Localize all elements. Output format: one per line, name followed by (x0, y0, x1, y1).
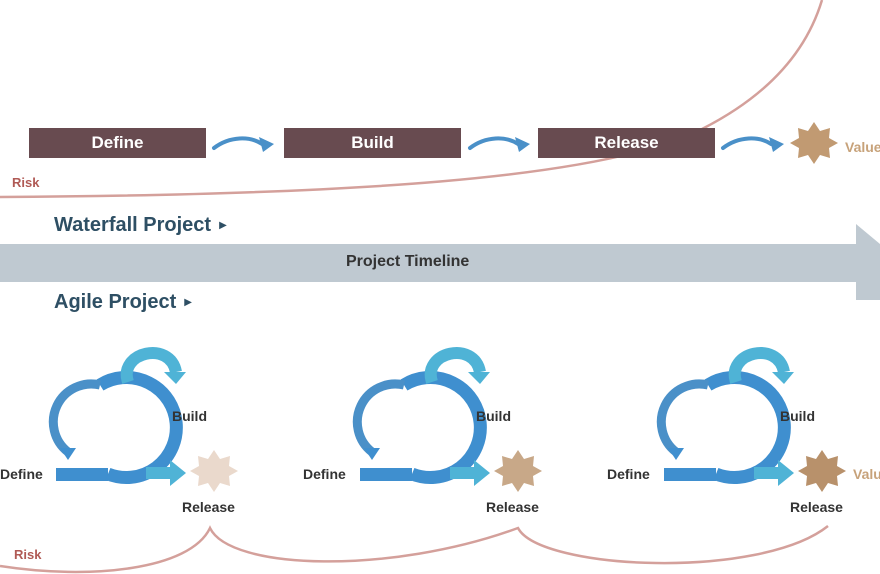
loop-arrow (728, 347, 790, 384)
cycle-inner-arc (656, 379, 710, 456)
waterfall-heading-text: Waterfall Project (54, 214, 212, 236)
cycle-arrowhead-icon (364, 448, 380, 460)
agile-value-label: Value (853, 466, 880, 482)
cycle-inner-arc (352, 379, 406, 456)
release-arrow-body (754, 467, 780, 479)
waterfall-heading: Waterfall Project ▶ (54, 214, 227, 237)
arrow-right-icon (212, 136, 264, 150)
agile-risk-label: Risk (14, 547, 42, 562)
release-arrowhead-icon (778, 460, 794, 486)
waterfall-risk-label: Risk (12, 175, 40, 190)
play-triangle-icon: ▶ (219, 220, 227, 231)
cycle-3-build-label: Build (780, 408, 815, 424)
agile-cycle-2 (352, 347, 542, 492)
cycle-1-define-label: Define (0, 466, 43, 482)
arrow-right-icon (721, 136, 773, 150)
waterfall-step-label: Define (91, 133, 144, 152)
cycle-arrowhead-icon (60, 448, 76, 460)
release-star-icon (798, 450, 846, 492)
arrowhead-icon (515, 137, 530, 152)
waterfall-value-label: Value (845, 139, 880, 155)
waterfall-step-label: Build (351, 133, 394, 152)
waterfall-step-label: Release (594, 133, 659, 152)
release-star-icon (190, 450, 238, 492)
planning-bar (664, 468, 716, 481)
waterfall-step-build: Build (284, 128, 461, 158)
cycle-2-define-label: Define (303, 466, 346, 482)
loop-arrowhead-icon (164, 372, 186, 384)
loop-arrowhead-icon (468, 372, 490, 384)
cycle-ring (704, 371, 791, 484)
arrow-right-icon (468, 136, 520, 150)
cycle-ring (400, 371, 487, 484)
cycle-inner-arc (48, 379, 102, 456)
timeline-arrow (0, 224, 880, 300)
arrowhead-icon (259, 137, 274, 152)
cycle-2-build-label: Build (476, 408, 511, 424)
agile-heading-text: Agile Project (54, 291, 177, 313)
cycle-3-define-label: Define (607, 466, 650, 482)
cycle-1-build-label: Build (172, 408, 207, 424)
agile-cycle-1 (48, 347, 238, 492)
release-arrow-body (450, 467, 476, 479)
release-arrow-body (146, 467, 172, 479)
agile-cycle-3 (656, 347, 846, 492)
loop-arrow (120, 347, 182, 384)
loop-arrow (424, 347, 486, 384)
release-star-icon (494, 450, 542, 492)
release-arrowhead-icon (170, 460, 186, 486)
planning-bar (56, 468, 108, 481)
loop-arrowhead-icon (772, 372, 794, 384)
play-triangle-icon: ▶ (184, 297, 192, 308)
cycle-2-release-label: Release (486, 499, 539, 515)
cycle-ring (96, 371, 183, 484)
release-arrowhead-icon (474, 460, 490, 486)
cycle-arrowhead-icon (668, 448, 684, 460)
agile-heading: Agile Project ▶ (54, 291, 192, 314)
waterfall-risk-curve (0, 0, 824, 199)
planning-bar (360, 468, 412, 481)
cycle-1-release-label: Release (182, 499, 235, 515)
agile-risk-curve (0, 525, 829, 574)
waterfall-step-define: Define (29, 128, 206, 158)
waterfall-arrows (212, 136, 773, 150)
value-star-icon (790, 122, 838, 164)
timeline-label: Project Timeline (346, 253, 470, 270)
waterfall-step-release: Release (538, 128, 715, 158)
cycle-3-release-label: Release (790, 499, 843, 515)
arrowhead-icon (769, 137, 784, 152)
